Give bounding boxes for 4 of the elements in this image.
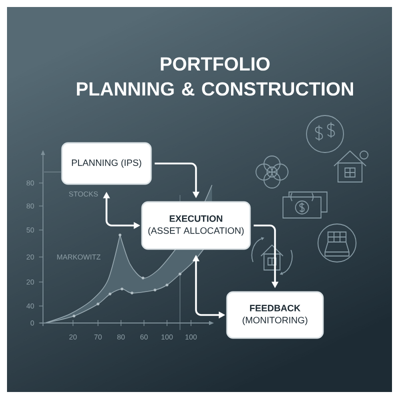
process-box: PLANNING (IPS): [61, 142, 152, 185]
process-box: FEEDBACK (MONITORING): [226, 291, 324, 339]
title: PORTFOLIO PLANNING & CONSTRUCTION: [76, 57, 354, 96]
process-box: EXECUTION (ASSET ALLOCATION): [141, 201, 251, 250]
